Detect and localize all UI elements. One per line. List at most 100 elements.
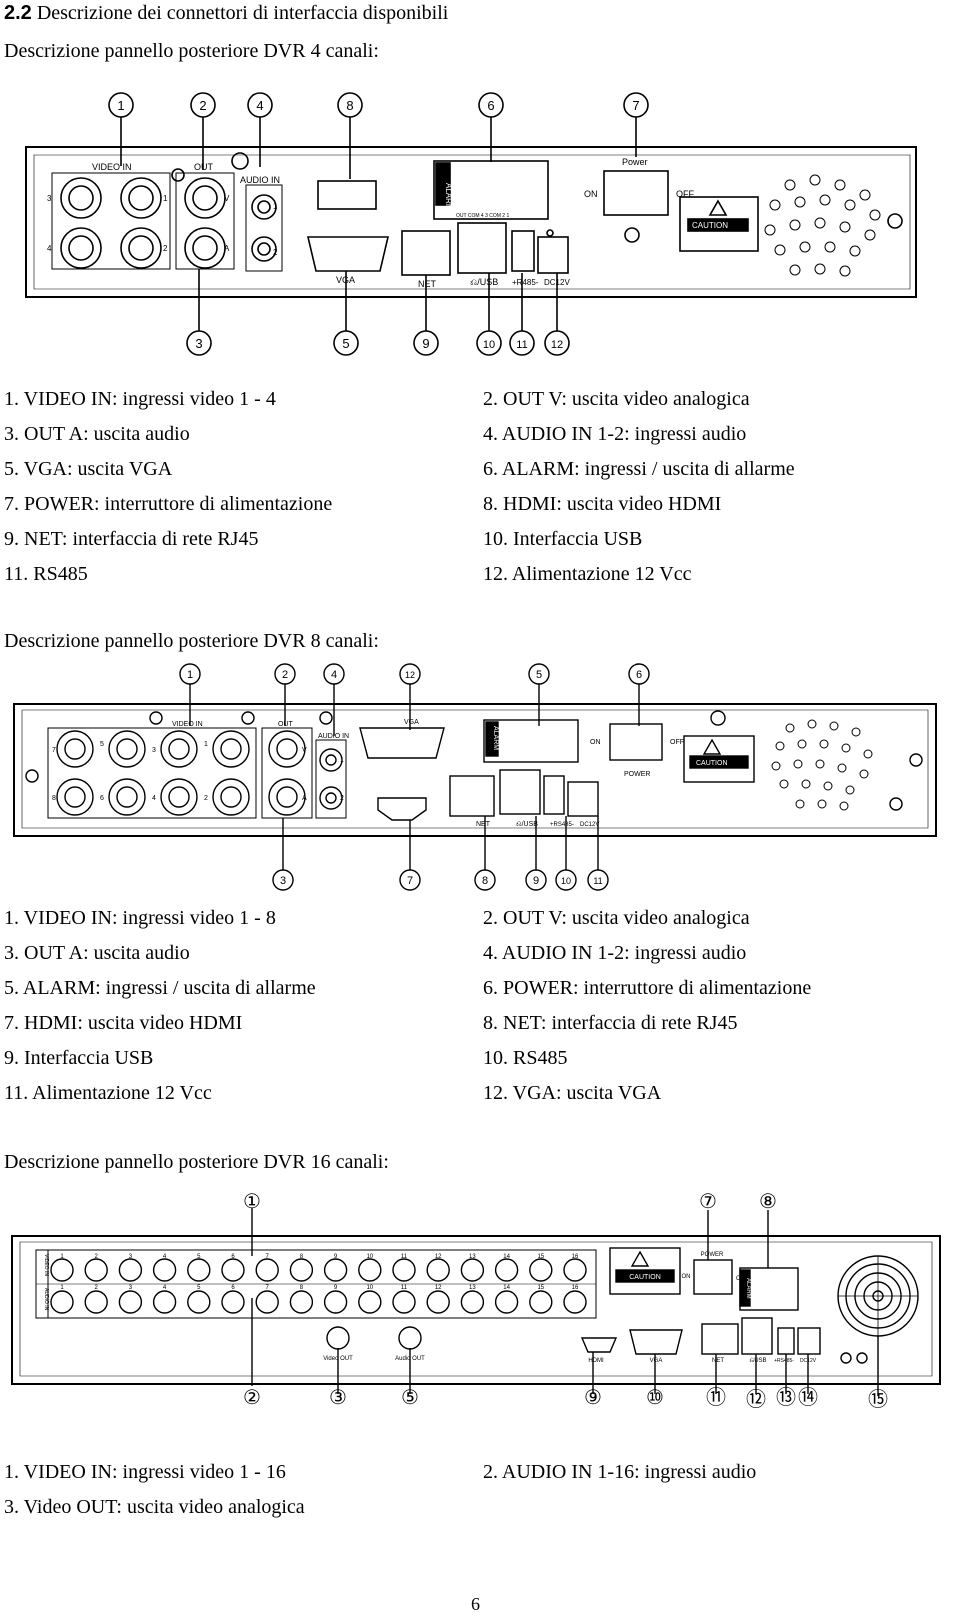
panel-label: VGA: [336, 275, 355, 285]
bnc-connector: [392, 1258, 416, 1282]
callout-label: 4: [331, 669, 337, 681]
channel-number: 6: [231, 1285, 235, 1291]
callout-label: ⑬: [776, 1386, 796, 1409]
channel-number: 1: [60, 1285, 64, 1291]
panel-label: CAUTION: [692, 221, 728, 230]
panel-label: ON: [584, 189, 598, 199]
callout-label: ⑭: [798, 1386, 818, 1409]
channel-number: 9: [334, 1285, 338, 1291]
panel-label: ⎌USB: [749, 1358, 766, 1364]
list-item: 10. Interfaccia USB: [483, 528, 643, 550]
section-title: Descrizione dei connettori di interfacci…: [36, 2, 449, 24]
dvr4-panel-diagram: 1 2 4 8 6 7 3 5 9 10 11 12 VIDEO IN OUT …: [0, 85, 960, 370]
channel-number: 10: [366, 1285, 373, 1291]
panel-label: 2: [204, 795, 208, 802]
channel-number: 1: [60, 1254, 64, 1260]
bnc-connector: [563, 1258, 587, 1282]
channel-number: 13: [469, 1285, 476, 1291]
panel-label: Audio OUT: [395, 1356, 425, 1362]
list-item: 5. ALARM: ingressi / uscita di allarme: [4, 977, 316, 999]
list-item: 9. NET: interfaccia di rete RJ45: [4, 528, 259, 550]
callout-label: 7: [632, 98, 639, 113]
panel-label: 6: [100, 795, 104, 802]
channel-number: 2: [95, 1285, 99, 1291]
list-item: 8. NET: interfaccia di rete RJ45: [483, 1012, 738, 1034]
callout-label: ⑩: [646, 1387, 664, 1409]
channel-number: 7: [266, 1254, 270, 1260]
bnc-connector: [529, 1290, 553, 1314]
panel-label: 2: [163, 244, 168, 253]
callout-label: ⑪: [706, 1386, 726, 1409]
list-item: 1. VIDEO IN: ingressi video 1 - 8: [4, 907, 276, 929]
callout-label: 5: [342, 336, 349, 351]
panel-label: +RS485-: [774, 1358, 794, 1364]
panel-label: DC12V: [544, 278, 570, 287]
panel-label: OUT: [194, 162, 214, 172]
list-item: 11. RS485: [4, 563, 88, 585]
callout-label: 7: [407, 875, 413, 887]
dvr4-subtitle: Descrizione pannello posteriore DVR 4 ca…: [4, 40, 379, 62]
bnc-connector: [426, 1290, 450, 1314]
bnc-connector: [426, 1258, 450, 1282]
callout-label: 2: [199, 98, 206, 113]
channel-number: 10: [366, 1254, 373, 1260]
panel-label: VIDEO IN: [172, 721, 203, 728]
channel-number: 4: [163, 1285, 167, 1291]
channel-number: 7: [266, 1285, 270, 1291]
callout-label: 3: [280, 875, 286, 887]
panel-label: DC12V: [800, 1358, 817, 1364]
bnc-connector: [563, 1290, 587, 1314]
panel-label: OFF: [670, 739, 684, 746]
channel-number: 2: [95, 1254, 99, 1260]
bnc-connector: [118, 1258, 143, 1282]
list-item: 6. POWER: interruttore di alimentazione: [483, 977, 812, 999]
callout-label: 6: [636, 669, 642, 681]
bnc-connector: [460, 1290, 485, 1314]
callout-label: ⑮: [868, 1388, 888, 1411]
callout-label: ⑨: [584, 1387, 602, 1409]
bnc-connector: [152, 1290, 177, 1314]
panel-label: NET: [418, 279, 437, 289]
bnc-connector: [50, 1290, 74, 1314]
bnc-connector: [118, 1290, 143, 1314]
panel-label: +R485-: [512, 278, 539, 287]
list-item: 7. POWER: interruttore di alimentazione: [4, 493, 333, 515]
panel-label: V: [302, 747, 307, 754]
bnc-connector: [358, 1290, 382, 1314]
panel-label: HDMI: [588, 1358, 604, 1364]
panel-label: 5: [100, 741, 104, 748]
video-in-bnc-row: [50, 1258, 587, 1282]
callout-label: 12: [405, 670, 415, 680]
list-item: 8. HDMI: uscita video HDMI: [483, 493, 722, 515]
panel-label: POWER: [624, 771, 650, 778]
panel-label: 1: [204, 741, 208, 748]
panel-label: DC12V: [580, 822, 599, 828]
bnc-connector: [187, 1290, 211, 1314]
channel-number: 11: [401, 1285, 408, 1291]
panel-label: V: [224, 194, 230, 203]
bnc-connector: [358, 1258, 382, 1282]
panel-label: 4: [47, 244, 52, 253]
channel-number: 4: [163, 1254, 167, 1260]
panel-label: Power: [622, 157, 648, 167]
dvr8-subtitle: Descrizione pannello posteriore DVR 8 ca…: [4, 630, 379, 652]
panel-label: 4: [152, 795, 156, 802]
channel-number: 5: [197, 1254, 201, 1260]
panel-label: ⎌/USB: [516, 821, 538, 828]
callout-label: ②: [243, 1387, 261, 1409]
channel-number: 12: [435, 1254, 442, 1260]
list-item: 3. Video OUT: uscita video analogica: [4, 1496, 305, 1518]
bnc-connector: [494, 1258, 519, 1282]
list-item: 3. OUT A: uscita audio: [4, 423, 190, 445]
panel-label: 1: [340, 757, 344, 764]
panel-label: A: [302, 795, 307, 802]
bnc-connector: [460, 1258, 485, 1282]
bnc-connector: [529, 1258, 553, 1282]
panel-label: 2: [340, 795, 344, 802]
panel-label: ALARM: [492, 726, 499, 750]
panel-label: ALARM: [745, 1278, 751, 1299]
list-item: 9. Interfaccia USB: [4, 1047, 154, 1069]
channel-number: 8: [300, 1285, 304, 1291]
bnc-connector: [187, 1258, 211, 1282]
bnc-connector: [289, 1290, 314, 1314]
